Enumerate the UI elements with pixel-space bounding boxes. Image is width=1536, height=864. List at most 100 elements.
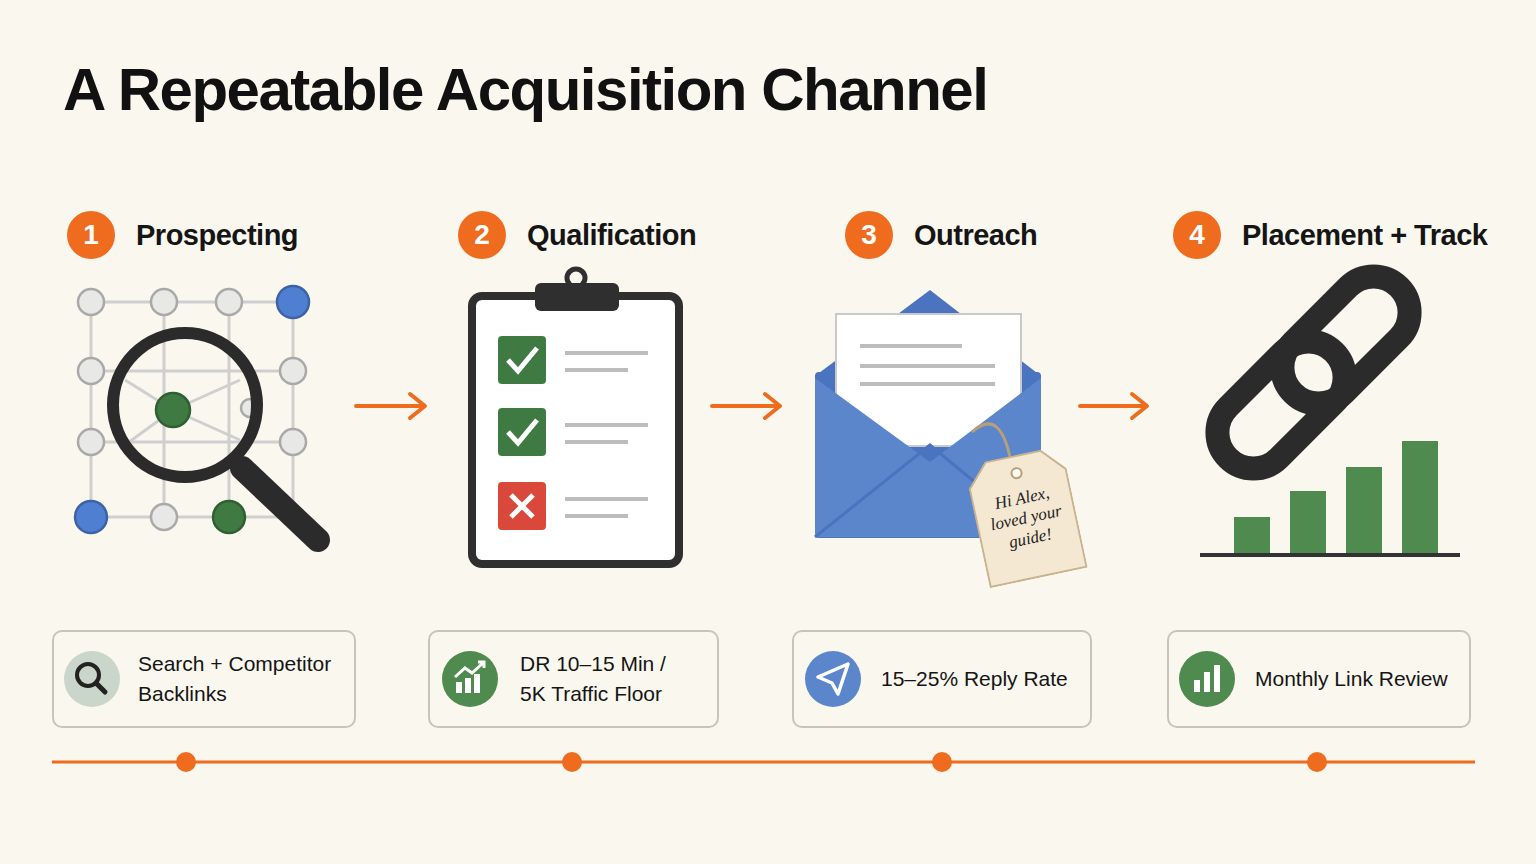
clipboard-icon-part [565,353,648,516]
chart-badge-icon [442,651,498,707]
network-node-part [216,289,242,315]
timeline-part-part [932,752,952,772]
growth-bars-part [1290,491,1326,554]
page-title: A Repeatable Acquisition Channel [63,60,987,120]
network-node-part [213,501,245,533]
clipboard-icon-part-part [565,514,628,518]
clipboard-icon-part [511,495,533,517]
clipboard-icon-part [498,336,546,384]
metric-box: Monthly Link Review [1167,630,1471,728]
clipboard-icon-part-part [565,440,628,444]
bars-badge-icon [1179,651,1235,707]
metric-box: 15–25% Reply Rate [792,630,1092,728]
bars-badge-icon-part-part [1214,665,1220,692]
tag-note: Hi Alex, loved your guide! [964,445,1083,565]
clipboard-icon [472,269,679,564]
step-number-circle: 2Qualification [458,211,506,259]
clipboard-icon-part [567,269,585,287]
network-node-part [78,429,104,455]
clipboard-icon-part [498,482,546,530]
envelope-icon-part [860,346,995,384]
chart-badge-icon-part [442,651,498,707]
bars-badge-icon-part-part [1194,680,1200,692]
clipboard-icon-part-part [565,368,628,372]
growth-bars-part [1402,441,1438,554]
search-badge-icon [64,651,120,707]
metric-box: Search + Competitor Backlinks [52,630,356,728]
step-number: 1 [67,211,115,259]
step-number-circle: 1Prospecting [67,211,115,259]
network-node-part [277,286,309,318]
step-number-circle: 3Outreach [845,211,893,259]
network-node-part [75,501,107,533]
metric-label: Monthly Link Review [1255,664,1448,694]
send-badge-icon [805,651,861,707]
chain-link-icon [1203,262,1425,484]
flow-arrow-part [712,394,780,418]
step-number: 4 [1173,211,1221,259]
step-number: 2 [458,211,506,259]
timeline-part-part [1307,752,1327,772]
envelope-icon-part-part [860,344,962,348]
network-node-part [78,358,104,384]
growth-bars-part [1346,467,1382,554]
network-node-part [78,289,104,315]
clipboard-icon-part [508,420,537,443]
growth-bars-part [1234,517,1270,554]
clipboard-icon-part-part [565,423,648,427]
chart-badge-icon-part-part [474,674,480,693]
search-badge-icon-part [96,683,105,692]
clipboard-icon-part [508,348,537,371]
chart-badge-icon-part-part [465,678,471,693]
timeline-part-part [176,752,196,772]
search-badge-icon-part [64,651,120,707]
timeline-part [52,761,1475,764]
network-node-part [280,429,306,455]
timeline-part-part [562,752,582,772]
envelope-icon-part-part [860,364,995,368]
network-node-part [156,393,190,427]
clipboard-icon-part-part [565,351,648,355]
send-badge-icon-part [818,664,848,694]
magnifier-icon [113,333,318,540]
tag-hole [1011,467,1023,479]
send-badge-icon-part [805,651,861,707]
bars-badge-icon-part [1194,665,1220,692]
chart-badge-icon-part-part [456,682,462,693]
network-grid-part [91,301,293,304]
step-heading: Placement + Track [1242,211,1487,259]
network-grid-part [228,302,231,517]
network-node-part [280,358,306,384]
gift-tag: Hi Alex, loved your guide! [964,445,1088,588]
step-number: 3 [845,211,893,259]
step-number-circle: 4Placement + Track [1173,211,1221,259]
bars-badge-icon-part-part [1204,672,1210,692]
chain-link-icon-part [1268,262,1425,419]
timeline [52,752,1475,772]
growth-bars-part [1200,553,1460,557]
network-node-part [151,289,177,315]
chart-badge-icon-part [455,662,484,677]
magnifier-icon-part [113,333,257,477]
magnifier-icon-part [242,468,318,540]
clipboard-icon-part [498,408,546,456]
flow-arrow-part [356,394,425,418]
step-heading: Prospecting [136,211,298,259]
clipboard-icon-part-part [565,497,648,501]
network-grid-part [90,302,93,517]
step-heading: Outreach [914,211,1037,259]
clipboard-icon-part [472,296,679,564]
metric-label: 15–25% Reply Rate [881,664,1068,694]
growth-bars [1200,441,1460,555]
envelope-icon-part-part [860,382,995,386]
network-node-part [151,504,177,530]
metric-box: DR 10–15 Min / 5K Traffic Floor [428,630,719,728]
step-heading: Qualification [527,211,696,259]
bars-badge-icon-part [1179,651,1235,707]
network-grid-part [292,302,295,517]
metric-label: DR 10–15 Min / 5K Traffic Floor [520,649,685,710]
flow-arrow-part [1080,394,1147,418]
network-grid-part [91,516,293,519]
